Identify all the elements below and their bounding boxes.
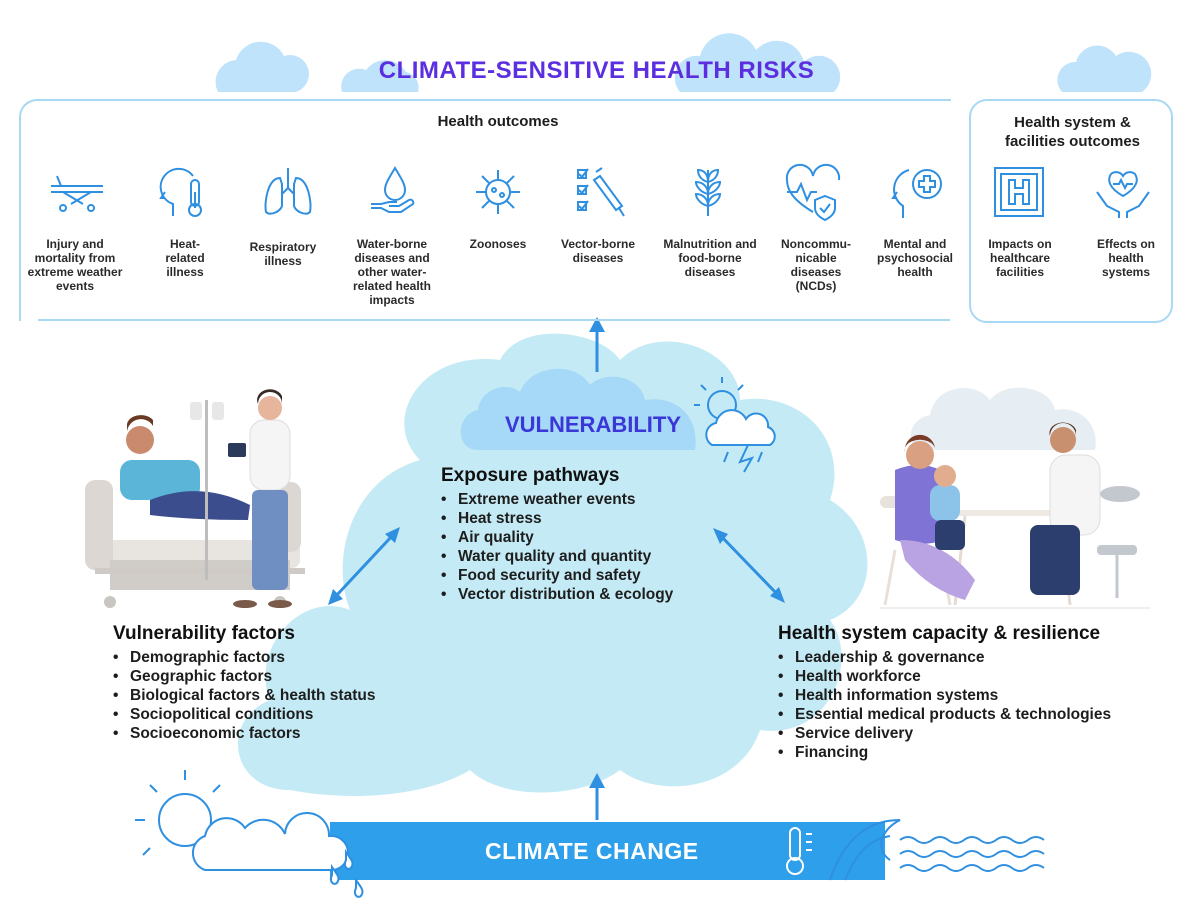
list-item: Vector distribution & ecology	[441, 585, 673, 604]
list-item: Financing	[778, 743, 1111, 762]
list-item: Heat stress	[441, 509, 673, 528]
list-item: Extreme weather events	[441, 490, 673, 509]
vulnerability-label: VULNERABILITY	[505, 412, 681, 437]
list-item: Leadership & governance	[778, 648, 1111, 667]
vulnerability-factors-list: Demographic factors Geographic factors B…	[113, 648, 375, 743]
hospital-icon	[989, 162, 1049, 222]
outcome-malnutrition: Malnutrition and food-borne diseases	[663, 237, 757, 279]
health-outcomes-heading: Health outcomes	[437, 113, 559, 130]
heart-shield-icon	[783, 162, 843, 222]
list-item: Health workforce	[778, 667, 1111, 686]
checklist-syringe-icon	[572, 162, 632, 222]
list-item: Sociopolitical conditions	[113, 705, 375, 724]
climate-change-label: CLIMATE CHANGE	[485, 838, 699, 864]
exposure-title: Exposure pathways	[441, 465, 620, 486]
list-item: Socioeconomic factors	[113, 724, 375, 743]
list-item: Essential medical products & technologie…	[778, 705, 1111, 724]
waves-icon	[829, 819, 1045, 881]
health-system-heading: Health system & facilities outcomes	[1004, 114, 1141, 150]
list-item: Geographic factors	[113, 667, 375, 686]
stretcher-icon	[47, 162, 107, 222]
arrows	[328, 317, 785, 820]
health-system-capacity-list: Leadership & governance Health workforce…	[778, 648, 1111, 762]
list-item: Demographic factors	[113, 648, 375, 667]
health-outcomes-panel	[19, 99, 951, 321]
vulnerability-factors-title: Vulnerability factors	[113, 623, 295, 644]
virus-icon	[468, 162, 528, 222]
head-thermometer-icon	[155, 162, 215, 222]
health-system-capacity-title: Health system capacity & resilience	[778, 623, 1101, 644]
list-item: Water quality and quantity	[441, 547, 673, 566]
outcome-heat: Heat-related illness	[165, 237, 205, 279]
exposure-list: Extreme weather events Heat stress Air q…	[441, 490, 673, 604]
outcome-health-systems: Effects on health systems	[1096, 237, 1155, 279]
list-item: Food security and safety	[441, 566, 673, 585]
outcome-injury: Injury and mortality from extreme weathe…	[27, 237, 123, 293]
inner-cloud	[460, 368, 696, 450]
outcome-ncd: Noncommu-nicable diseases (NCDs)	[781, 237, 851, 293]
outcome-vector: Vector-borne diseases	[560, 237, 635, 265]
outcome-zoonoses: Zoonoses	[469, 237, 527, 251]
page-title: CLIMATE-SENSITIVE HEALTH RISKS	[378, 57, 815, 84]
top-clouds	[215, 33, 1152, 92]
thermometer-icon	[786, 827, 812, 875]
list-item: Biological factors & health status	[113, 686, 375, 705]
list-item: Health information systems	[778, 686, 1111, 705]
wheat-icon	[678, 162, 738, 222]
panel-divider	[38, 319, 950, 321]
list-item: Service delivery	[778, 724, 1111, 743]
health-system-panel	[969, 99, 1173, 323]
outcome-facilities: Impacts on healthcare facilities	[988, 237, 1052, 279]
climate-change-banner	[330, 822, 885, 880]
storm-icon	[694, 377, 776, 473]
outcome-mental: Mental and psychosocial health	[876, 237, 954, 279]
doctor-visit-illustration	[880, 422, 1150, 609]
head-cross-icon	[887, 162, 947, 222]
hospital-bed-illustration	[85, 389, 305, 608]
lungs-icon	[258, 162, 318, 222]
outcome-respiratory: Respiratory illness	[249, 240, 317, 268]
outcome-water: Water-borne diseases and other water-rel…	[352, 237, 432, 307]
list-item: Air quality	[441, 528, 673, 547]
hands-heart-icon	[1093, 162, 1153, 222]
water-drop-hand-icon	[363, 162, 423, 222]
sun-cloud-icon	[135, 770, 364, 898]
